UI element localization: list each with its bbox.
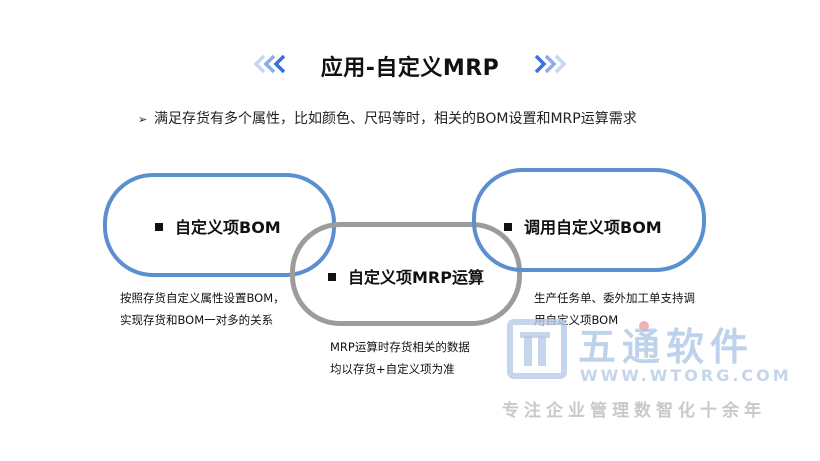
brand-logo-icon bbox=[507, 319, 567, 379]
arrow-bullet-icon: ➢ bbox=[138, 113, 148, 126]
chevrons-left-icon bbox=[253, 54, 286, 74]
watermark-url: WWW.WTORG.COM bbox=[580, 366, 792, 385]
requirement-text: 满足存货有多个属性，比如颜色、尺码等时，相关的BOM设置和MRP运算需求 bbox=[154, 111, 637, 127]
pill-custom-mrp bbox=[290, 222, 522, 326]
note-custom-bom: 按照存货自定义属性设置BOM， 实现存货和BOM一对多的关系 bbox=[120, 291, 285, 327]
brand-dot-icon bbox=[639, 321, 649, 331]
watermark-brand: 五通软件 bbox=[578, 325, 755, 369]
pill-label-custom-bom: 自定义项BOM bbox=[155, 214, 281, 238]
watermark-slogan: 专注企业管理数智化十余年 bbox=[502, 401, 766, 421]
pill-label-custom-mrp: 自定义项MRP运算 bbox=[328, 264, 484, 288]
chevrons-right-icon bbox=[534, 54, 567, 74]
square-bullet-icon bbox=[504, 223, 512, 231]
square-bullet-icon bbox=[155, 223, 163, 231]
square-bullet-icon bbox=[328, 273, 336, 281]
page-title: 应用-自定义MRP bbox=[320, 56, 500, 81]
pill-call-custom-bom bbox=[472, 168, 706, 272]
pill-label-call-custom-bom: 调用自定义项BOM bbox=[504, 214, 662, 238]
requirement-bullet: ➢ 满足存货有多个属性，比如颜色、尺码等时，相关的BOM设置和MRP运算需求 bbox=[138, 108, 637, 128]
note-custom-mrp: MRP运算时存货相关的数据 均以存货+自定义项为准 bbox=[330, 340, 470, 376]
